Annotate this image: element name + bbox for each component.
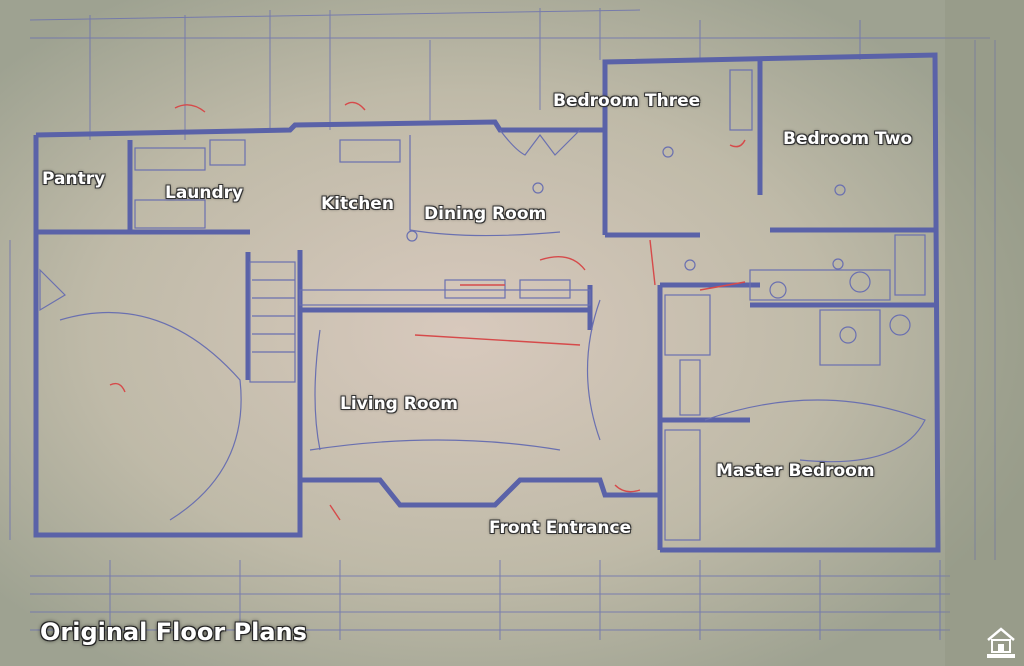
room-label-master-bedroom: Master Bedroom bbox=[716, 461, 875, 481]
walls bbox=[33, 52, 941, 553]
room-label-kitchen: Kitchen bbox=[321, 194, 394, 214]
red-markup bbox=[109, 101, 746, 521]
paper-fold bbox=[945, 0, 1024, 666]
room-label-bedroom-three: Bedroom Three bbox=[553, 91, 701, 111]
room-label-living-room: Living Room bbox=[340, 394, 458, 414]
room-label-front-entrance: Front Entrance bbox=[489, 518, 632, 538]
image-caption: Original Floor Plans bbox=[40, 618, 307, 646]
room-label-bedroom-two: Bedroom Two bbox=[783, 129, 913, 149]
room-label-pantry: Pantry bbox=[42, 169, 106, 189]
dimension-lines bbox=[9, 8, 996, 640]
room-label-laundry: Laundry bbox=[165, 183, 244, 203]
house-icon bbox=[987, 627, 1015, 658]
fixtures bbox=[39, 69, 926, 541]
room-label-dining-room: Dining Room bbox=[424, 204, 547, 224]
